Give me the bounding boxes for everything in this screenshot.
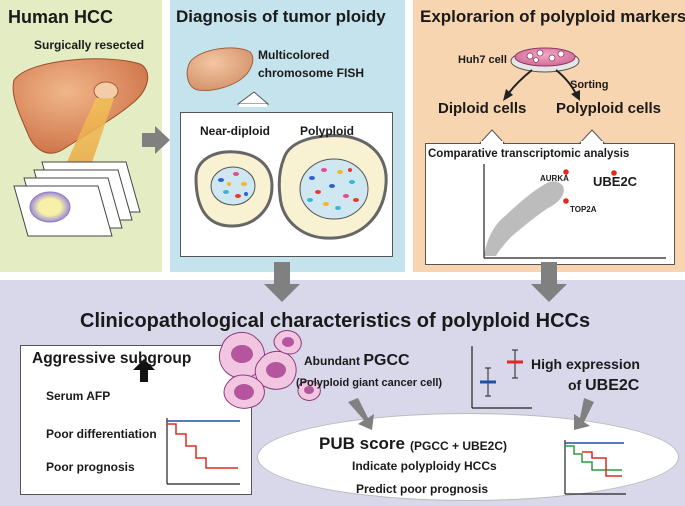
human-hcc-title: Human HCC [8,7,114,27]
survival-curve-pub [564,440,626,495]
surgically-resected-label: Surgically resected [34,38,145,52]
ube2c-term: UBE2C [585,377,640,394]
pub-score-formula: (PGCC + UBE2C) [410,439,508,453]
arrow-down-diagnosis [264,262,300,302]
sorting-label: Sorting [570,79,609,91]
exploration-title: Explorarion of polyploid markers [420,7,685,26]
pgcc-description: (Polyploid giant cancer cell) [296,377,443,389]
pub-line-indicate: Indicate polyploidy HCCs [352,459,497,473]
polyploid-cells-label: Polyploid cells [556,100,662,117]
arrow-pgcc-to-pub [348,398,374,430]
huh7-cell-label: Huh7 cell [458,54,507,66]
aggressive-subgroup-title: Aggressive subgroup [32,350,192,367]
survival-curve-small [166,418,240,485]
aurka-label: AURKA [540,174,569,183]
arrow-diploid [507,69,533,95]
ube2c-point [611,170,617,176]
culture-dish [510,47,580,73]
transcriptomic-analysis-label: Comparative transcriptomic analysis [428,148,630,160]
ube2c-expression-plot [471,346,532,409]
arrow-ube2c-to-pub [574,398,594,430]
tissue-slides [13,161,141,237]
of-prefix: of [568,377,586,393]
abundant-prefix: Abundant [304,354,364,368]
poor-prognosis-label: Poor prognosis [46,460,135,474]
pub-score-ellipse [257,413,679,501]
fish-label-line1: Multicolored [258,48,330,62]
abundant-pgcc-label: Abundant PGCC [304,352,410,370]
volcano-plot [483,164,666,259]
pgcc-cluster [218,330,321,409]
small-liver-icon [186,47,254,91]
high-expression-label: High expression [531,356,640,372]
polyploid-cell [277,134,388,240]
ube2c-gene-label: UBE2C [593,174,638,189]
top2a-label: TOP2A [570,205,597,214]
aurka-point [563,169,569,175]
arrow-down-exploration [531,262,567,302]
pub-line-predict: Predict poor prognosis [356,482,489,496]
near-diploid-label: Near-diploid [200,124,271,138]
pub-score-title: PUB score [319,434,405,453]
polyploid-label: Polyploid [300,124,354,138]
fish-label-line2: chromosome FISH [258,66,365,80]
clinico-title: Clinicopathological characteristics of p… [80,310,591,332]
pgcc-term: PGCC [363,352,410,369]
diploid-cells-label: Diploid cells [438,100,527,117]
up-arrow-icon [133,359,155,382]
top2a-point [563,198,569,204]
near-diploid-cell [194,150,274,228]
callout-pointer [236,91,270,105]
arrow-to-diagnosis [142,126,170,154]
liver-illustration [12,58,149,154]
diagnosis-title: Diagnosis of tumor ploidy [176,7,386,26]
of-ube2c-label: of UBE2C [568,377,639,395]
poor-differentiation-label: Poor differentiation [46,427,157,441]
serum-afp-label: Serum AFP [46,389,111,403]
arrow-polyploid [555,69,577,95]
